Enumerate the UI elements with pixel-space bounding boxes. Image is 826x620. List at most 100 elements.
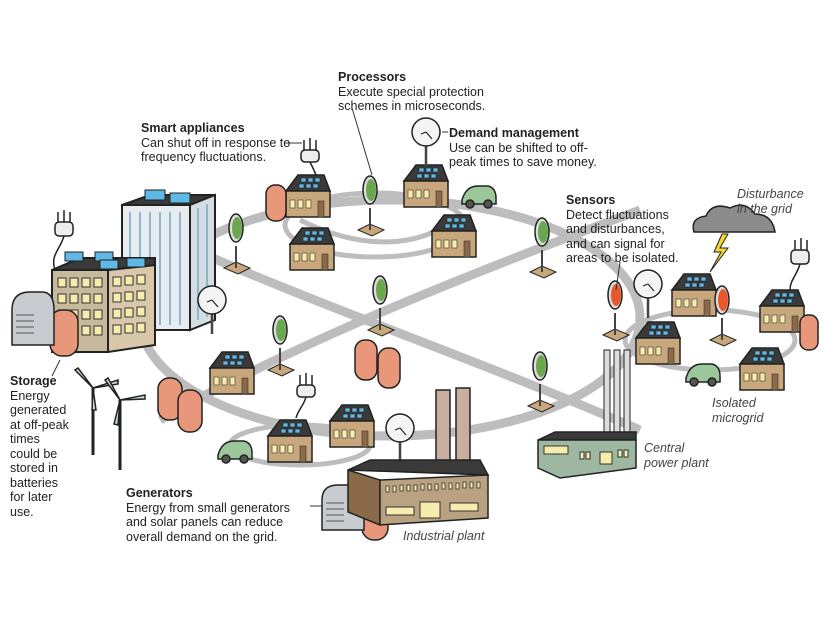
callout-line: times — [10, 432, 40, 446]
solar-panel-icon — [761, 350, 768, 356]
sensors-layer — [222, 175, 738, 413]
smokestack-icon — [435, 389, 451, 471]
wind-turbine-icon — [103, 376, 146, 470]
sensor-icon — [526, 351, 556, 413]
smokestack-icon — [623, 349, 631, 446]
smokestack-icon — [613, 349, 621, 446]
callout-title: Sensors — [566, 193, 616, 207]
solar-panel-icon — [655, 330, 662, 336]
solar-panel-icon — [222, 360, 229, 366]
car-icon — [461, 185, 497, 209]
label-industrial-plant: Industrial plant — [403, 529, 485, 543]
wind-turbine-icon — [73, 366, 119, 455]
solar-panel-icon — [224, 354, 231, 360]
callout-line: Use can be shifted to off- — [449, 140, 588, 155]
solar-panel-icon — [296, 422, 303, 428]
house-icon — [328, 404, 376, 448]
callout-line: batteries — [10, 475, 58, 490]
solar-panel-icon — [231, 354, 238, 360]
solar-panel-icon — [453, 217, 460, 223]
solar-panel-icon — [418, 167, 425, 173]
house-icon — [284, 174, 332, 218]
solar-panel-icon — [287, 428, 294, 434]
sensor-alert-icon — [601, 280, 631, 342]
house-icon — [634, 321, 682, 365]
solar-panel-icon — [416, 173, 423, 179]
solar-panel-icon — [451, 223, 458, 229]
solar-panel-icon — [664, 324, 671, 330]
smokestack-icon — [455, 387, 471, 471]
label-line: microgrid — [712, 410, 764, 425]
solar-panel-icon — [316, 236, 323, 242]
industrial-plant — [347, 387, 490, 527]
callout-title: Demand management — [449, 126, 579, 140]
house-icon — [670, 273, 718, 317]
solar-panel-icon — [144, 189, 166, 201]
callout-demand-management: Demand management Use can be shifted to … — [449, 126, 597, 170]
wind-turbines — [73, 366, 146, 470]
leader-lines — [51, 107, 621, 507]
solar-panel-icon — [64, 251, 84, 262]
callout-line: Energy — [10, 388, 50, 403]
gauges-layer — [197, 117, 663, 462]
solar-panel-icon — [662, 330, 669, 336]
callout-line: and disturbances, — [566, 222, 665, 236]
solar-panel-icon — [304, 230, 311, 236]
solar-panel-icon — [99, 259, 119, 270]
solar-panel-icon — [302, 236, 309, 242]
callout-line: schemes in microseconds. — [338, 99, 486, 113]
storm-cloud-icon — [692, 204, 776, 233]
car-icon — [685, 363, 721, 387]
solar-panel-icon — [312, 183, 319, 189]
sensor-icon — [222, 213, 252, 275]
solar-panel-icon — [298, 183, 305, 189]
sensor-icon — [366, 275, 396, 337]
house-icon — [430, 214, 478, 258]
solar-panel-icon — [307, 177, 314, 183]
label-central-power-plant: Central power plant — [644, 441, 709, 470]
solar-panel-icon — [289, 422, 296, 428]
callout-line: Energy from small generators — [126, 500, 290, 515]
callout-line: generated — [10, 403, 67, 417]
solar-panel-icon — [236, 360, 243, 366]
label-line: in the grid — [737, 201, 792, 216]
gauge-meter-icon — [633, 269, 663, 318]
solar-panel-icon — [781, 292, 788, 298]
callout-line: at off-peak — [10, 417, 69, 432]
solar-panel-icon — [700, 276, 707, 282]
solar-panel-icon — [768, 350, 775, 356]
battery-tank-icon — [799, 314, 819, 351]
central-power-plant — [537, 349, 637, 479]
callout-line: Execute special protection — [338, 84, 484, 99]
battery-tank-icon — [354, 339, 378, 381]
generator-icon — [11, 291, 55, 346]
solar-panel-icon — [280, 428, 287, 434]
gauge-meter-icon — [197, 285, 227, 334]
gauge-meter-icon — [385, 413, 415, 462]
label-disturbance: Disturbance in the grid — [737, 187, 804, 216]
callout-line: areas to be isolated. — [566, 251, 679, 265]
callout-line: Can shut off in response to — [141, 135, 291, 150]
label-line: Disturbance — [737, 187, 804, 201]
solar-panel-icon — [349, 413, 356, 419]
callout-title: Processors — [338, 70, 407, 84]
solar-panel-icon — [691, 282, 698, 288]
solar-panel-icon — [344, 407, 351, 413]
house-icon — [208, 351, 256, 395]
house-icon — [738, 347, 786, 391]
callout-line: could be — [10, 446, 58, 461]
electric-cars — [217, 185, 721, 464]
house-icon — [758, 289, 806, 333]
solar-panel-icon — [698, 282, 705, 288]
callout-line: frequency fluctuations. — [141, 150, 267, 164]
callout-generators: Generators Energy from small generators … — [126, 486, 290, 544]
callout-line: for later — [10, 490, 53, 504]
solar-panel-icon — [311, 230, 318, 236]
solar-panel-icon — [169, 192, 191, 204]
solar-panel-icon — [657, 324, 664, 330]
battery-tank-icon — [377, 347, 401, 389]
solar-panel-icon — [432, 167, 439, 173]
solar-panel-icon — [774, 292, 781, 298]
